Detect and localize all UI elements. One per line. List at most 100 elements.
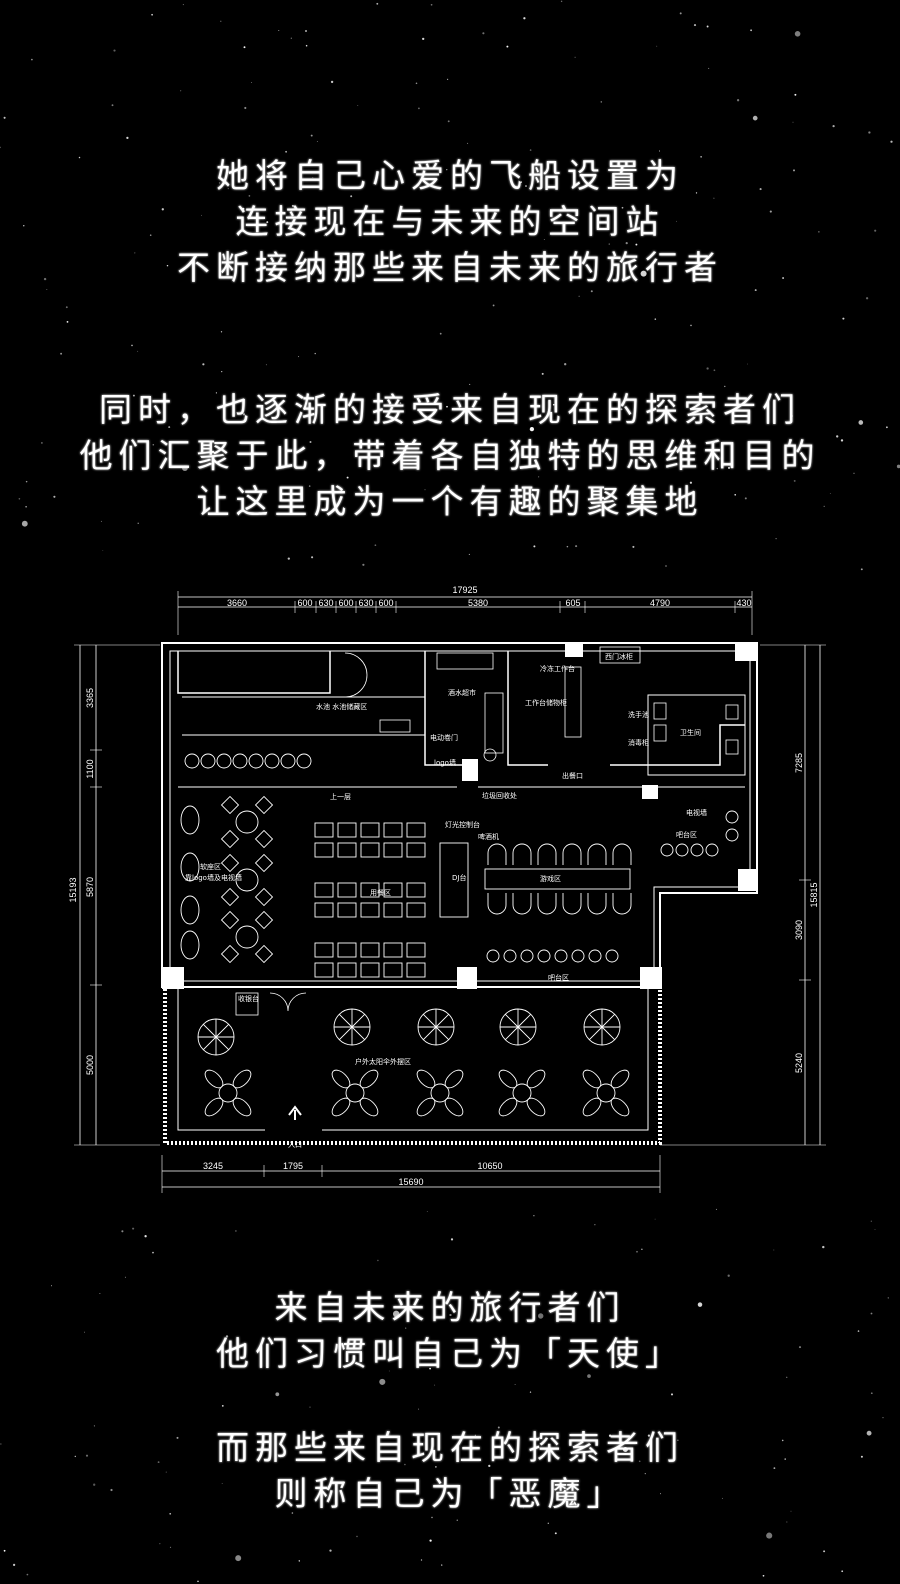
column — [162, 967, 184, 989]
star — [578, 295, 580, 297]
dining-chair — [383, 882, 403, 898]
patio-chair — [359, 1069, 379, 1089]
star — [690, 324, 692, 327]
star — [346, 476, 349, 479]
bar-stool — [690, 843, 704, 857]
star — [716, 467, 719, 470]
room-label: 入口 — [288, 1141, 302, 1149]
dim-label: 5000 — [85, 1055, 95, 1075]
star — [693, 24, 697, 27]
patio-table — [596, 1083, 616, 1103]
patio-chair — [582, 1097, 602, 1117]
star — [314, 352, 316, 355]
star — [890, 140, 893, 143]
star — [858, 420, 864, 425]
dim-label: 1795 — [283, 1161, 303, 1171]
dim-label: 10650 — [477, 1161, 502, 1171]
star — [654, 1218, 656, 1220]
star — [132, 394, 135, 397]
star — [418, 1408, 420, 1410]
star — [41, 442, 43, 444]
sofa — [180, 852, 200, 882]
verse-explorers: 同时，也逐渐的接受来自现在的探索者们 他们汇聚于此，带着各自独特的思维和目的 让… — [0, 387, 900, 525]
dim-label: 600 — [378, 598, 393, 608]
room-label: 电视墙 — [686, 808, 707, 817]
star — [278, 30, 280, 31]
dim-label: 5380 — [468, 598, 488, 608]
game-table — [484, 868, 631, 890]
star — [620, 408, 623, 411]
patio-railing — [163, 989, 662, 1145]
dining-chair — [383, 822, 403, 838]
room-label: 靠logo墙及电视墙 — [185, 873, 242, 882]
dim-label: 3245 — [203, 1161, 223, 1171]
umbrella-rib — [215, 1036, 230, 1051]
star — [747, 363, 748, 365]
umbrella-rib — [422, 1013, 437, 1028]
star — [618, 165, 619, 167]
star — [529, 149, 532, 151]
room-label: 工作台储物柜 — [525, 698, 567, 707]
patio-table — [512, 1083, 532, 1103]
verse-line: 她将自己心爱的飞船设置为 — [216, 156, 684, 195]
star — [152, 1251, 154, 1254]
star — [692, 269, 695, 272]
dim-label: 3090 — [794, 920, 804, 940]
star — [456, 1519, 458, 1521]
dining-chair — [406, 882, 426, 898]
bar-stool — [571, 949, 585, 963]
patio-table — [345, 1083, 365, 1103]
chair — [220, 853, 240, 873]
star — [93, 1425, 95, 1427]
star — [111, 104, 114, 107]
umbrella-rib — [215, 1023, 230, 1038]
game-seat — [562, 843, 582, 865]
column — [457, 967, 477, 989]
star — [439, 332, 442, 335]
chair — [254, 944, 274, 964]
game-seat — [487, 893, 507, 915]
star — [446, 405, 448, 408]
star — [176, 1436, 179, 1439]
star — [405, 1327, 407, 1329]
room-label: 收银台 — [238, 994, 259, 1003]
game-seat — [587, 843, 607, 865]
star — [152, 444, 155, 446]
umbrella-rib — [435, 1026, 450, 1041]
star — [857, 1330, 860, 1332]
dining-chair — [406, 962, 426, 978]
bar-stool — [200, 753, 216, 769]
umbrella-rib — [338, 1013, 353, 1028]
verse-spaceship: 她将自己心爱的飞船设置为 连接现在与未来的空间站 不断接纳那些来自未来的旅行者 — [0, 153, 900, 291]
star — [356, 1535, 358, 1538]
bottom-dimensions: 3245 1795 10650 15690 — [161, 1155, 661, 1193]
star — [3, 116, 6, 119]
star — [311, 556, 314, 559]
star — [312, 177, 314, 178]
star — [449, 1313, 452, 1317]
dining-chair — [406, 942, 426, 958]
star — [697, 1302, 703, 1307]
dim-label: 1100 — [85, 759, 95, 778]
star — [829, 493, 831, 494]
star — [896, 464, 900, 469]
dining-chair — [383, 962, 403, 978]
star — [134, 252, 136, 254]
star — [43, 277, 47, 281]
star — [840, 439, 844, 442]
star — [659, 1493, 661, 1495]
star — [784, 1458, 786, 1460]
floor-plan-drawing: 17925 3660 600 630 600 630 600 5380 605 … — [68, 585, 826, 1193]
star — [60, 352, 63, 355]
star — [621, 206, 624, 209]
chair — [220, 944, 240, 964]
star — [886, 426, 888, 429]
star — [308, 405, 311, 408]
star — [679, 12, 682, 15]
furniture — [180, 753, 739, 1117]
chair — [254, 887, 274, 907]
room-label: 户外太阳伞外摆区 — [355, 1057, 411, 1066]
top-dimensions: 17925 3660 600 630 600 630 600 5380 605 … — [177, 585, 753, 635]
building-walls — [161, 642, 758, 1016]
umbrella-rib — [517, 1026, 532, 1041]
